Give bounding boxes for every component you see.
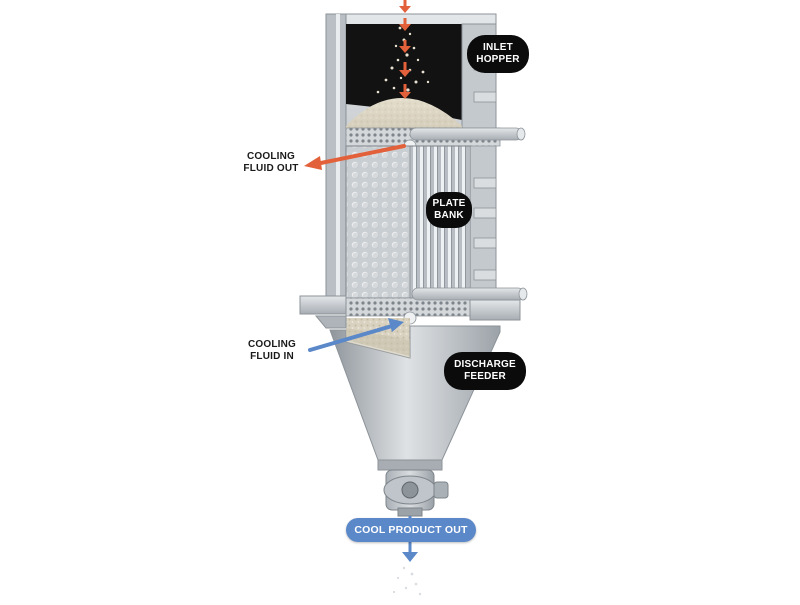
- inlet-hopper-line2: HOPPER: [476, 54, 520, 65]
- discharge-feeder-line2: FEEDER: [464, 371, 506, 382]
- inlet-hopper-label: INLET HOPPER: [467, 35, 529, 73]
- plate-bank-line2: BANK: [434, 210, 464, 221]
- plate-bank-line1: PLATE: [432, 198, 466, 209]
- plate-bank-label: PLATE BANK: [426, 192, 472, 228]
- top-header-pipe: [345, 127, 526, 153]
- hot-product-inlet-arrows: [399, 0, 411, 99]
- cooling-fluid-out-line1: COOLING: [246, 151, 296, 162]
- cooling-fluid-in-line2: FLUID IN: [250, 351, 294, 362]
- cooling-fluid-out-line2: FLUID OUT: [243, 163, 299, 174]
- cooling-fluid-in-line1: COOLING: [247, 339, 297, 350]
- cool-product-out-label: COOL PRODUCT OUT: [346, 518, 476, 542]
- discharge-feeder-line1: DISCHARGE: [454, 359, 516, 370]
- cooling-fluid-out-label: COOLING FLUID OUT: [238, 151, 304, 175]
- cool-product-particles: [392, 566, 422, 596]
- inlet-hopper-line1: INLET: [483, 42, 513, 53]
- cooling-fluid-out-arrow: [304, 144, 406, 170]
- discharge-cone: [329, 325, 501, 471]
- discharge-feeder-label: DISCHARGE FEEDER: [444, 352, 526, 390]
- cooling-fluid-in-arrow: [308, 318, 404, 352]
- rotary-valve: [383, 469, 449, 517]
- cooling-fluid-in-label: COOLING FLUID IN: [240, 339, 304, 363]
